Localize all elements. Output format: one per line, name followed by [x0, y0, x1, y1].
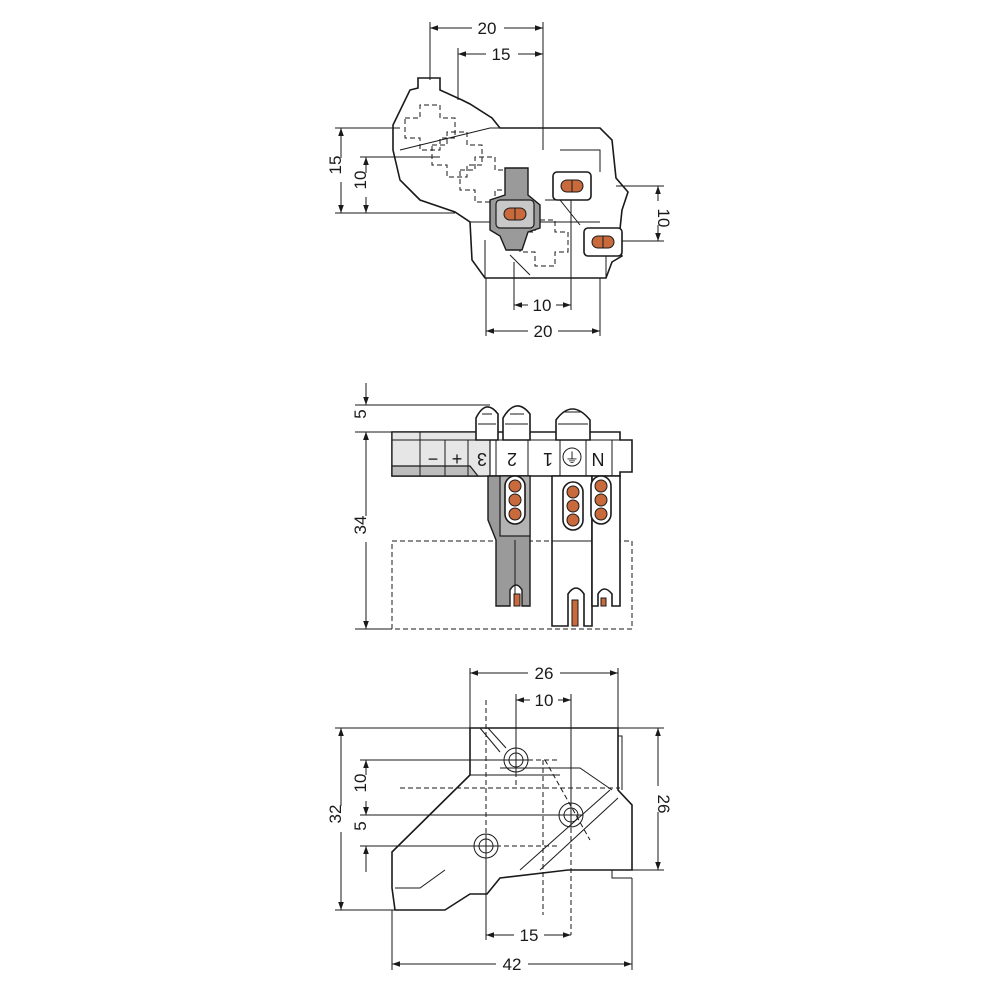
bottom-dim-pitch-15: 15 — [520, 926, 539, 945]
bottom-dim-width: 20 — [534, 322, 553, 341]
bottom-left-dim-pitch: 10 — [351, 774, 370, 793]
left-dim-pitch: 10 — [351, 171, 370, 190]
bottom-top-dim-width: 26 — [535, 664, 554, 683]
side-view: − + 3 2 1 ⏚ N — [351, 383, 633, 630]
left-dim-height: 15 — [326, 156, 345, 175]
right-dim-pitch: 10 — [654, 209, 673, 228]
bottom-dim-width-42: 42 — [503, 955, 522, 974]
bottom-dim-pitch: 10 — [533, 296, 552, 315]
marking-3: 3 — [477, 449, 487, 469]
ground-symbol-icon — [562, 447, 582, 467]
marking-2: 2 — [507, 449, 517, 469]
screw-hole-3 — [473, 833, 499, 859]
marking-minus: − — [428, 449, 439, 469]
bottom-view-body — [391, 727, 633, 911]
bottom-left-dim-height: 32 — [326, 805, 345, 824]
top-dim-pitch: 15 — [492, 45, 511, 64]
marking-ground: ⏚ — [565, 450, 579, 466]
bottom-view: 26 10 32 10 5 26 15 42 — [326, 663, 673, 974]
side-dim-offset: 5 — [351, 409, 370, 418]
knob-1 — [475, 406, 499, 441]
side-dim-height: 34 — [351, 516, 370, 535]
side-contact — [508, 479, 522, 493]
knob-2 — [502, 405, 531, 441]
screw-hole-1 — [503, 747, 529, 773]
top-view: 20 15 15 10 10 10 20 — [326, 18, 673, 341]
top-dim-width: 20 — [478, 19, 497, 38]
marking-1: 1 — [543, 449, 553, 469]
screw-hole-2 — [558, 802, 584, 828]
bottom-right-dim-height: 26 — [654, 795, 673, 814]
bottom-top-dim-pitch: 10 — [535, 691, 554, 710]
bottom-left-dim-offset: 5 — [351, 821, 370, 830]
marking-N: N — [592, 449, 605, 469]
marking-plus: + — [452, 449, 463, 469]
